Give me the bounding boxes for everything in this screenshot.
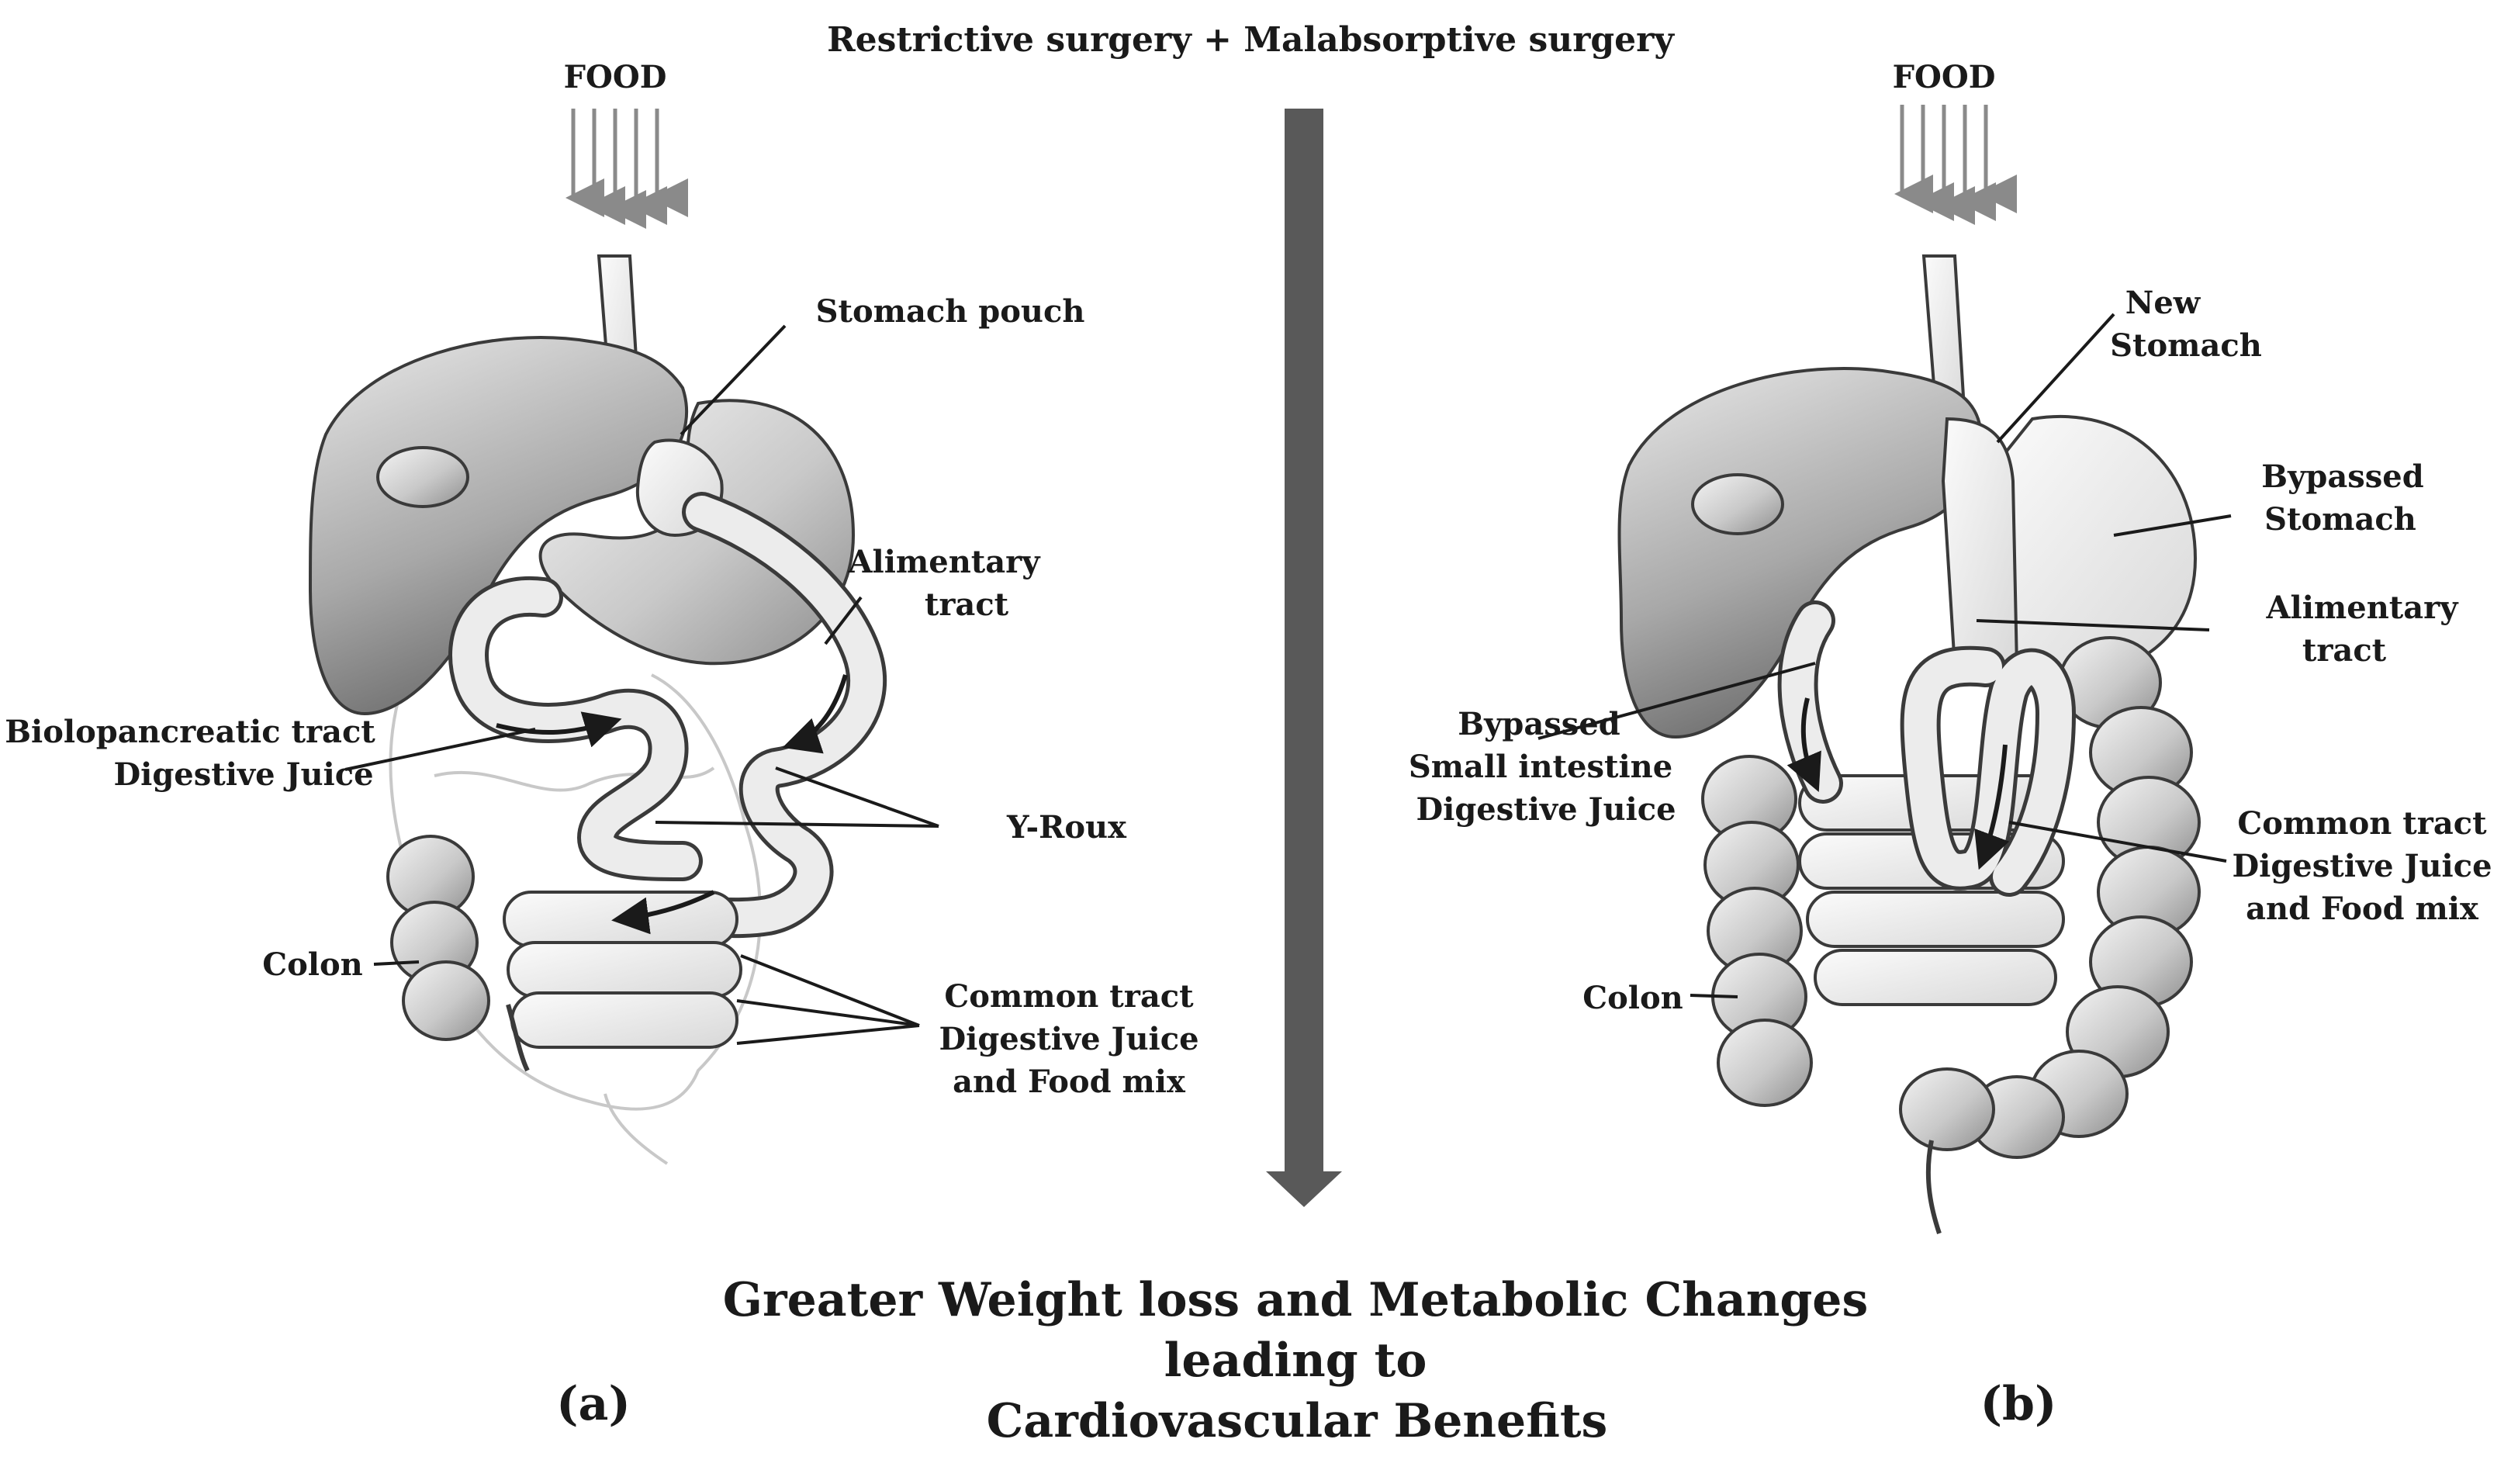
panel-b-food-arrows: [1894, 105, 2017, 225]
conclusion-line3: Cardiovascular Benefits: [987, 1394, 1608, 1448]
label-y-roux: Y-Roux: [1006, 809, 1127, 846]
central-down-arrow: [1266, 109, 1342, 1207]
label-new-stomach-line1: New: [2125, 285, 2201, 321]
conclusion-line1: Greater Weight loss and Metabolic Change…: [723, 1273, 1868, 1327]
panel-a-food-label: FOOD: [564, 59, 667, 95]
label-bypassed-small-intestine-line2: Small intestine: [1409, 749, 1672, 785]
label-bypassed-small-intestine-line1: Bypassed: [1458, 706, 1620, 742]
diagram-title: Restrictive surgery + Malabsorptive surg…: [827, 20, 1675, 60]
label-common-tract-b-line3: and Food mix: [2246, 891, 2479, 927]
panel-a-caption: (a): [556, 1377, 631, 1431]
label-colon-b: Colon: [1582, 980, 1683, 1016]
panel-a: FOOD: [5, 59, 1198, 1431]
panel-b-anatomy-illustration: [1617, 254, 2201, 1234]
conclusion-text: Greater Weight loss and Metabolic Change…: [723, 1273, 1868, 1448]
panel-b-leader-lines: [1537, 313, 2232, 998]
label-common-tract-b-line1: Common tract: [2237, 805, 2487, 842]
label-alimentary-tract-a-line2: tract: [925, 586, 1009, 623]
label-common-tract-a-line1: Common tract: [944, 978, 1194, 1015]
label-bypassed-stomach-line2: Stomach: [2264, 501, 2416, 538]
label-alimentary-tract-b-line1: Alimentary: [2266, 590, 2460, 626]
panel-b-caption: (b): [1980, 1377, 2057, 1431]
label-biliopancreatic-tract-line2: Digestive Juice: [113, 756, 373, 793]
label-stomach-pouch: Stomach pouch: [816, 293, 1085, 330]
panel-b: FOOD: [1409, 59, 2492, 1431]
label-bypassed-small-intestine-line3: Digestive Juice: [1416, 791, 1676, 828]
label-colon-a: Colon: [262, 946, 362, 983]
label-alimentary-tract-a-line1: Alimentary: [848, 544, 1042, 580]
panel-a-anatomy-illustration: [308, 254, 887, 1165]
label-common-tract-a-line2: Digestive Juice: [939, 1021, 1198, 1057]
label-common-tract-b-line2: Digestive Juice: [2232, 848, 2492, 884]
conclusion-line2: leading to: [1164, 1334, 1427, 1388]
panel-b-food-label: FOOD: [1893, 59, 1996, 95]
panel-a-food-arrows: [565, 109, 688, 229]
label-biliopancreatic-tract-line1: Biolopancreatic tract: [5, 714, 375, 750]
panel-a-leader-lines: [344, 324, 939, 1045]
label-bypassed-stomach-line1: Bypassed: [2261, 458, 2423, 495]
label-alimentary-tract-b-line2: tract: [2302, 632, 2387, 669]
label-common-tract-a-line3: and Food mix: [953, 1064, 1186, 1100]
label-new-stomach-line2: Stomach: [2110, 327, 2262, 364]
